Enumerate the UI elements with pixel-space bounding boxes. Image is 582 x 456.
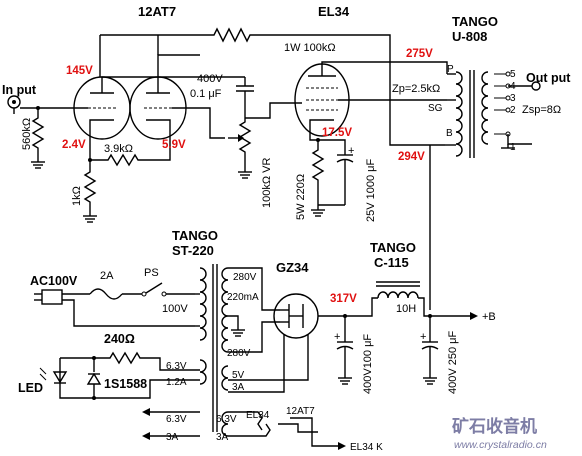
- el34-rk-label: 5W 220Ω: [295, 174, 307, 220]
- ground-symbol: [238, 168, 252, 179]
- coupling-cap-voltage: 400V: [197, 73, 223, 85]
- diode-1s1588: [86, 358, 102, 398]
- tap-3: 3: [510, 93, 516, 104]
- pt-12a-label: 1.2A: [166, 377, 187, 388]
- output-taps: [494, 71, 511, 137]
- ground-symbol: [338, 377, 352, 385]
- ground-symbol: [83, 212, 97, 223]
- tap-2: 2: [510, 105, 516, 116]
- pt-model: ST-220: [172, 243, 214, 258]
- cap-plus: +: [348, 145, 354, 157]
- switch-label: PS: [144, 267, 159, 279]
- filter-cap-2-label: 400V 250 μF: [447, 331, 459, 394]
- choke-brand: TANGO: [370, 240, 416, 255]
- voltage-275v: 275V: [406, 48, 433, 60]
- pt-hv-bottom: 280V: [227, 348, 251, 359]
- watermark-url: www.crystalradio.cn: [454, 439, 547, 451]
- cathode-resistor-1k-label: 1kΩ: [71, 186, 83, 206]
- voltage-17-5v: 17.5V: [322, 127, 352, 139]
- led-label: LED: [18, 381, 43, 395]
- b-plus-label: +B: [482, 311, 496, 323]
- opt-brand: TANGO: [452, 14, 498, 29]
- led: [39, 367, 68, 384]
- output-label: Out put: [526, 71, 571, 85]
- opt-pin-b: B: [446, 128, 453, 139]
- cap1-plus: +: [334, 331, 340, 343]
- voltage-145v: 145V: [66, 65, 93, 77]
- choke-inductance: 10H: [396, 303, 416, 315]
- pt-63v-label: 6.3V: [166, 361, 187, 372]
- input-jack[interactable]: [7, 95, 21, 114]
- tube-gz34: [273, 293, 319, 339]
- opt-pin-p: P: [447, 64, 454, 75]
- watermark-cn: 矿石收音机: [452, 416, 537, 437]
- opt-zp: Zp=2.5kΩ: [392, 83, 440, 95]
- cathode-capacitor: [336, 154, 354, 205]
- input-label: In put: [2, 83, 37, 97]
- choke: [376, 281, 420, 299]
- volume-pot[interactable]: [228, 118, 252, 168]
- ground-symbol: [231, 329, 245, 337]
- heater-left-63v: 6.3V: [166, 414, 187, 425]
- opt-model: U-808: [452, 29, 487, 44]
- cathode-resistor-3k9: [90, 124, 171, 167]
- volume-pot-label: 100kΩ VR: [261, 158, 273, 208]
- pt-hv-top: 280V: [233, 272, 257, 283]
- heater-el34-label: EL34: [246, 410, 270, 421]
- tube-label-gz34: GZ34: [276, 260, 309, 275]
- fuse: [89, 288, 123, 300]
- tube-label-12at7: 12AT7: [138, 4, 176, 19]
- led-resistor-label: 240Ω: [104, 332, 135, 346]
- diode-label: 1S1588: [104, 377, 147, 391]
- ground-symbol: [311, 205, 325, 217]
- power-switch[interactable]: [141, 282, 167, 297]
- coupling-capacitor: [236, 77, 254, 118]
- cathode-resistor-3k9-label: 3.9kΩ: [104, 143, 133, 155]
- grid-resistor: [31, 108, 45, 158]
- cathode-resistor-1k: [83, 160, 97, 212]
- filter-cap-1-label: 400V100 μF: [362, 334, 374, 394]
- tube-label-el34: EL34: [318, 4, 350, 19]
- pt-5v-label: 5V: [232, 370, 245, 381]
- tube-12at7: [73, 76, 187, 140]
- choke-model: C-115: [374, 255, 409, 270]
- voltage-5-9v: 5.9V: [162, 139, 186, 151]
- ground-symbol: [423, 377, 437, 385]
- power-transformer: [199, 264, 229, 437]
- fuse-label: 2A: [100, 270, 114, 282]
- b-plus-arrow: [470, 312, 478, 320]
- ground-symbol: [31, 158, 45, 169]
- heater-left-3a: 3A: [166, 432, 179, 443]
- mains-plug[interactable]: [34, 289, 63, 305]
- feedback-resistor: [100, 27, 445, 146]
- cap2-plus: +: [420, 331, 426, 343]
- pt-3a-label: 3A: [232, 382, 245, 393]
- grid-resistor-label: 560kΩ: [21, 118, 33, 150]
- pt-hv-current: 220mA: [227, 292, 259, 303]
- output-terminal-hot[interactable]: [531, 81, 541, 91]
- cathode-el34-label: EL34 K: [350, 442, 383, 453]
- pt-brand: TANGO: [172, 228, 218, 243]
- voltage-294v: 294V: [398, 151, 425, 163]
- heater-right-3a: 3A: [216, 432, 229, 443]
- filter-capacitor-1: [336, 316, 354, 378]
- ground-symbol: [501, 144, 515, 149]
- heater-12at7-label: 12AT7: [286, 406, 315, 417]
- mains-label: AC100V: [30, 274, 78, 288]
- feedback-resistor-label: 1W 100kΩ: [284, 42, 336, 54]
- coupling-cap-value: 0.1 μF: [190, 88, 222, 100]
- pt-primary-label: 100V: [162, 303, 188, 315]
- opt-pin-sg: SG: [428, 103, 443, 114]
- voltage-317v: 317V: [330, 293, 357, 305]
- heater-right-63v: 6.3V: [216, 414, 237, 425]
- filter-capacitor-2: [421, 316, 439, 378]
- el34-ck-label: 25V 1000 μF: [365, 159, 377, 222]
- tap-5: 5: [510, 69, 516, 80]
- output-transformer: [455, 70, 489, 158]
- opt-zsp: Zsp=8Ω: [522, 104, 561, 116]
- voltage-2-4v: 2.4V: [62, 139, 86, 151]
